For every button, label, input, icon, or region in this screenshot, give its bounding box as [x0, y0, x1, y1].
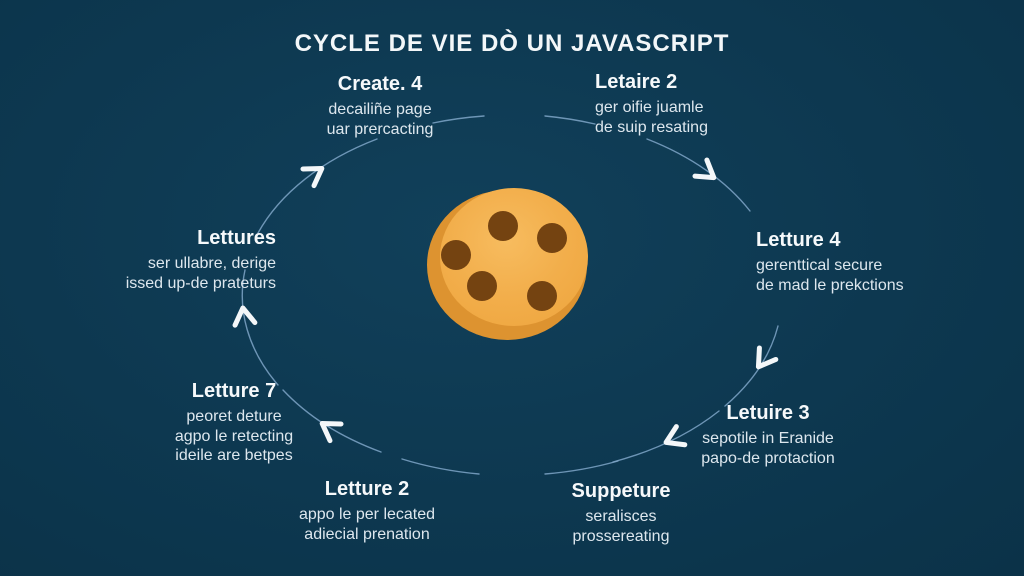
stage-line: gerenttical secure [756, 257, 883, 274]
arrowhead-icon [232, 305, 258, 328]
stage-line: issed up-de prateturs [125, 274, 276, 292]
cycle-arc [432, 115, 485, 124]
stage-heading: Letuire 3 [726, 402, 810, 424]
stage-line: ser ullabre, derige [147, 255, 276, 272]
cycle-arc [241, 269, 279, 386]
cycle-arc [724, 325, 779, 407]
arrowhead-icon [663, 424, 688, 448]
arrowhead-icon [319, 420, 344, 444]
diagram-title: CYCLE DE VIE DÒ UN JAVASCRIPT [294, 30, 730, 57]
stage-line: decailiñe page [328, 101, 432, 118]
cycle-arrowheads [232, 157, 779, 448]
stage-line: sepotile in Eranide [702, 430, 834, 447]
cycle-arcs [241, 115, 779, 475]
stage-line: ideile are betpes [175, 447, 293, 464]
stage-heading: Letture 2 [324, 478, 410, 500]
stage-heading: Letture 4 [756, 229, 841, 251]
stage-line: uar prercacting [326, 120, 434, 138]
stage-letture-7: Letture 7 peoret deture agpo le retectin… [175, 380, 293, 466]
cycle-arc [544, 115, 596, 125]
stage-line: prossereating [572, 527, 670, 545]
stage-letaire: Letaire 2 ger oifie juamle de suip resat… [595, 71, 708, 137]
stage-line: ger oifie juamle [595, 99, 704, 116]
stage-heading: Suppeture [571, 480, 671, 502]
stage-create: Create. 4 decailiñe page uar prercacting [327, 73, 434, 139]
cookie-chips [441, 211, 567, 311]
cycle-arc [544, 460, 619, 475]
stage-letture-4: Letture 4 gerenttical secure de mad le p… [756, 229, 904, 295]
cookie-icon [427, 188, 588, 340]
stage-heading: Letture 7 [191, 380, 277, 402]
stage-line: de suip resating [595, 118, 708, 136]
stage-line: agpo le retecting [174, 427, 294, 445]
stage-line: seralisces [585, 508, 657, 525]
stage-leture-3: Letuire 3 sepotile in Eranide papo-de pr… [701, 402, 834, 468]
stage-suppeture: Suppeture seralisces prossereating [572, 480, 671, 546]
cycle-arc [282, 389, 382, 453]
stage-letture-2: Letture 2 appo le per lecated adiecial p… [299, 478, 435, 544]
stage-line: adiecial prenation [304, 525, 430, 543]
arrowhead-icon [300, 165, 325, 189]
stage-lettures: Lettures ser ullabre, derige issed up-de… [126, 227, 276, 293]
stage-line: de mad le prekctions [756, 276, 904, 294]
cycle-arc [646, 138, 751, 212]
cycle-arc [257, 138, 378, 234]
arrowhead-icon [755, 345, 779, 370]
stage-heading: Lettures [197, 227, 276, 249]
stage-heading: Create. 4 [337, 73, 423, 95]
arrowhead-icon [692, 157, 717, 181]
cycle-arc [401, 458, 480, 475]
stage-heading: Letaire 2 [595, 71, 678, 93]
stage-line: peoret deture [186, 408, 282, 425]
stage-line: papo-de protaction [701, 449, 835, 467]
stage-line: appo le per lecated [298, 506, 436, 523]
